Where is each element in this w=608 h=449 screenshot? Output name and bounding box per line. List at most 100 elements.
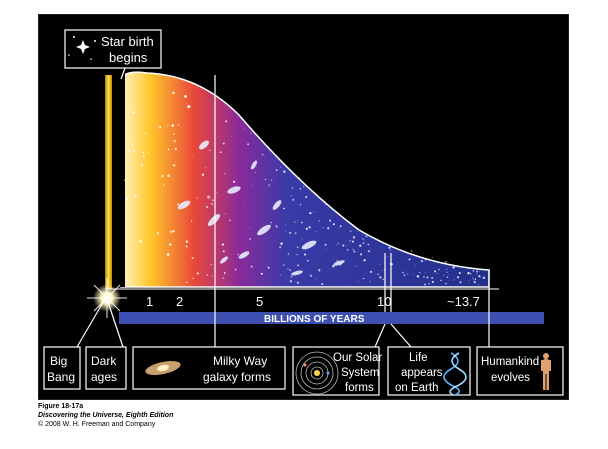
star (205, 167, 207, 169)
star (275, 224, 277, 226)
star (161, 174, 164, 178)
star (150, 125, 152, 127)
star (243, 205, 245, 207)
star (275, 225, 278, 228)
event-big-bang: Big Bang (43, 346, 81, 390)
star (332, 223, 335, 226)
star (408, 258, 411, 261)
star (249, 227, 251, 228)
star (131, 149, 133, 151)
star (426, 276, 429, 279)
star (453, 279, 455, 281)
universe-expansion-shape (120, 71, 490, 288)
star (283, 264, 285, 266)
star (434, 270, 437, 273)
star (352, 236, 356, 239)
star (185, 281, 188, 284)
star (132, 111, 135, 114)
star (185, 245, 188, 248)
star (308, 226, 311, 229)
star (172, 164, 176, 167)
star (301, 221, 303, 224)
star (285, 229, 286, 231)
galaxies (177, 140, 345, 276)
star (267, 266, 270, 269)
star (432, 257, 433, 258)
star (369, 281, 371, 283)
star (177, 203, 180, 206)
star (280, 167, 281, 168)
star (440, 279, 442, 282)
human-figure-icon (541, 353, 551, 390)
star (309, 274, 313, 277)
star (431, 280, 434, 283)
star (474, 282, 477, 284)
star (357, 281, 359, 283)
event-dark-ages: Dark ages (85, 346, 127, 390)
star (222, 277, 225, 279)
star (468, 267, 470, 269)
star (150, 113, 151, 115)
star (367, 243, 370, 246)
star-birth-label: Star birth (101, 34, 154, 49)
star (325, 203, 327, 205)
star (192, 155, 193, 156)
svg-text:appears: appears (401, 367, 443, 379)
star (221, 243, 224, 246)
star (299, 188, 302, 190)
star (315, 279, 317, 281)
star (201, 173, 205, 176)
star (290, 195, 292, 197)
star (224, 213, 226, 215)
svg-text:evolves: evolves (491, 372, 530, 384)
star (184, 94, 187, 98)
star (325, 248, 327, 250)
star (350, 230, 352, 232)
star (158, 125, 162, 129)
star (234, 268, 237, 271)
star (172, 230, 175, 233)
star (268, 186, 270, 187)
star (428, 282, 430, 285)
star (321, 283, 324, 285)
star (475, 270, 479, 273)
star (339, 225, 342, 228)
star (173, 133, 176, 136)
star (156, 231, 160, 235)
svg-text:Our Solar: Our Solar (333, 352, 382, 364)
star (457, 276, 460, 279)
star (224, 173, 226, 175)
star (154, 111, 156, 112)
event-solar-system: Our Solar System forms (292, 346, 382, 396)
star (438, 268, 440, 271)
star (211, 275, 213, 277)
star (471, 276, 473, 278)
event-humankind: Humankind evolves (476, 346, 564, 396)
star (285, 224, 286, 226)
star (361, 234, 363, 236)
star (129, 130, 131, 132)
star (318, 270, 320, 272)
star (458, 272, 461, 275)
figure-number: Figure 18-17a (38, 403, 84, 410)
star-birth-label-2: begins (109, 50, 148, 65)
star (279, 246, 282, 249)
star (299, 177, 301, 179)
star (297, 220, 299, 222)
star (406, 273, 408, 275)
star (479, 270, 480, 272)
star (448, 274, 450, 276)
star (191, 220, 193, 222)
star (362, 242, 365, 244)
star (362, 278, 364, 280)
star (474, 278, 477, 280)
svg-text:Big: Big (50, 354, 67, 368)
star (206, 274, 209, 276)
star (459, 281, 462, 284)
star (219, 151, 222, 154)
star (172, 91, 175, 95)
star (191, 257, 194, 260)
star (289, 269, 292, 271)
star (403, 274, 406, 277)
star (415, 264, 416, 266)
